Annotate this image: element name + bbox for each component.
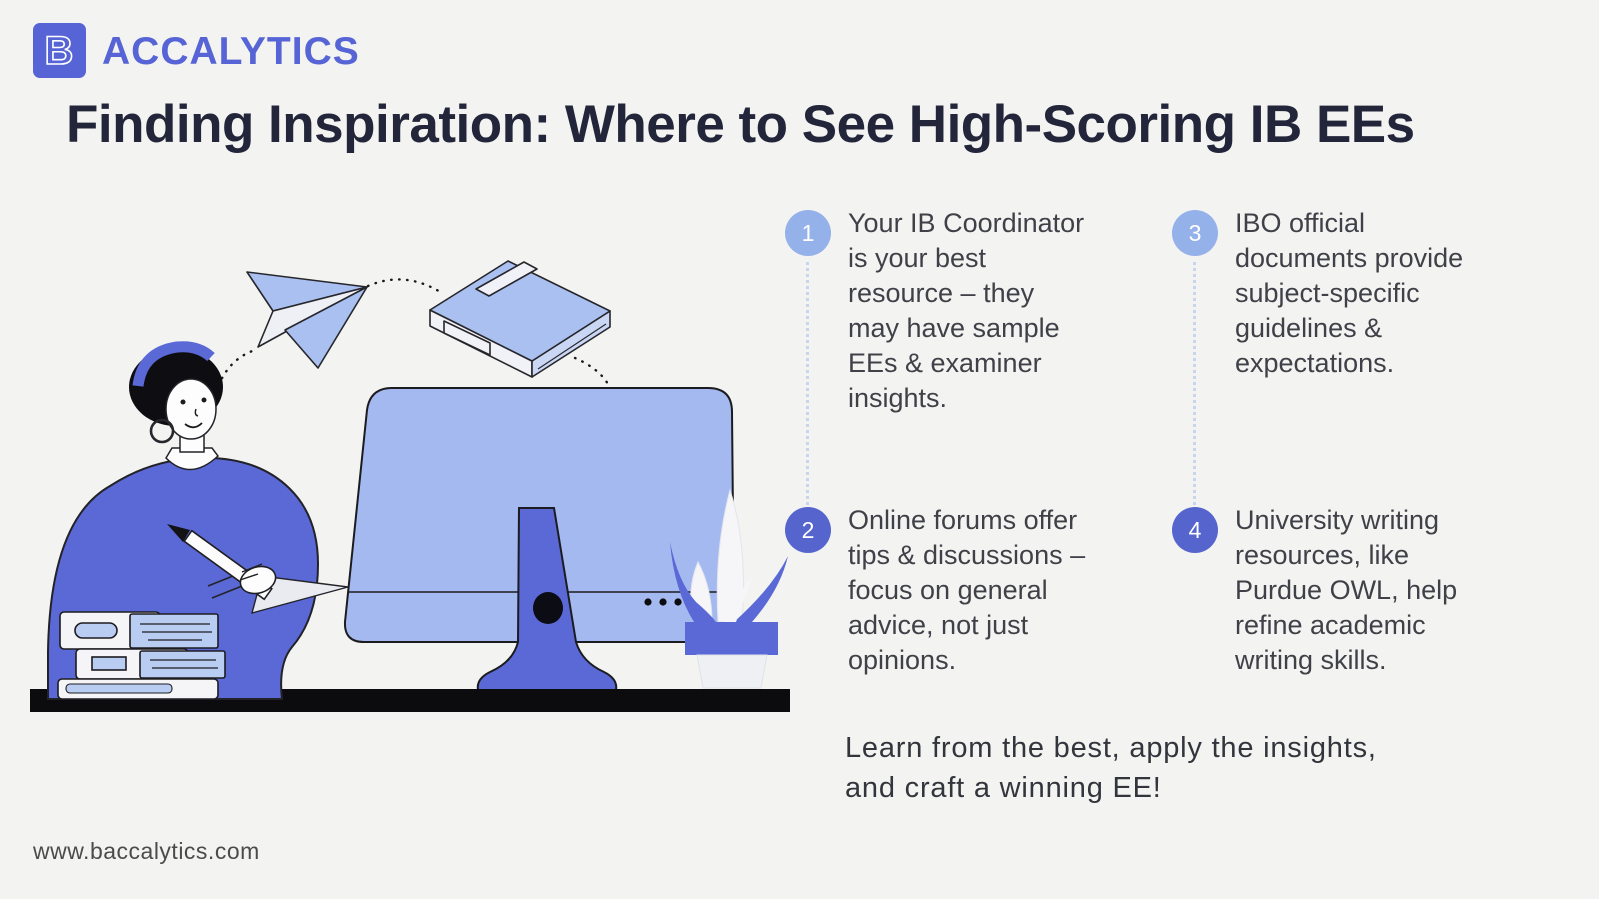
hand xyxy=(239,563,277,595)
point-4-text: University writing resources, like Purdu… xyxy=(1235,505,1458,675)
cable-hole-icon xyxy=(533,592,563,624)
point-2-text: Online forums offer tips & discussions –… xyxy=(848,505,1086,675)
point-2-badge: 2 xyxy=(785,507,831,553)
point-3-badge: 3 xyxy=(1172,210,1218,256)
svg-text:B: B xyxy=(45,29,74,73)
flying-book-icon xyxy=(429,260,611,378)
brand-name: ACCALYTICS xyxy=(102,30,360,73)
face xyxy=(165,378,217,440)
closing-message: Learn from the best, apply the insights,… xyxy=(845,732,1377,804)
connector-3-4 xyxy=(1193,262,1196,505)
paper-plane-icon xyxy=(246,271,368,369)
logo-b-icon: B xyxy=(44,28,74,74)
monitor-icon xyxy=(343,387,736,691)
point-4-badge: 4 xyxy=(1172,507,1218,553)
page-title: Finding Inspiration: Where to See High-S… xyxy=(66,95,1415,154)
plant-icon xyxy=(670,488,788,689)
face-details xyxy=(180,397,207,429)
point-3-text: IBO official documents provide subject-s… xyxy=(1235,208,1464,378)
brand-logo-icon: B xyxy=(33,23,86,78)
connector-1-2 xyxy=(806,262,809,505)
point-1-badge: 1 xyxy=(785,210,831,256)
hair-fringe xyxy=(156,353,214,392)
desk-illustration xyxy=(30,260,790,712)
collar xyxy=(165,447,220,471)
book-stack-icon xyxy=(57,611,226,700)
website-url: www.baccalytics.com xyxy=(33,838,260,864)
earring-icon xyxy=(149,418,175,444)
pen-tip-icon xyxy=(167,524,190,542)
point-1-text: Your IB Coordinator is your best resourc… xyxy=(848,208,1085,413)
dotted-path-icon xyxy=(214,278,612,395)
headband-icon xyxy=(132,341,215,387)
person-illustration xyxy=(47,341,349,700)
